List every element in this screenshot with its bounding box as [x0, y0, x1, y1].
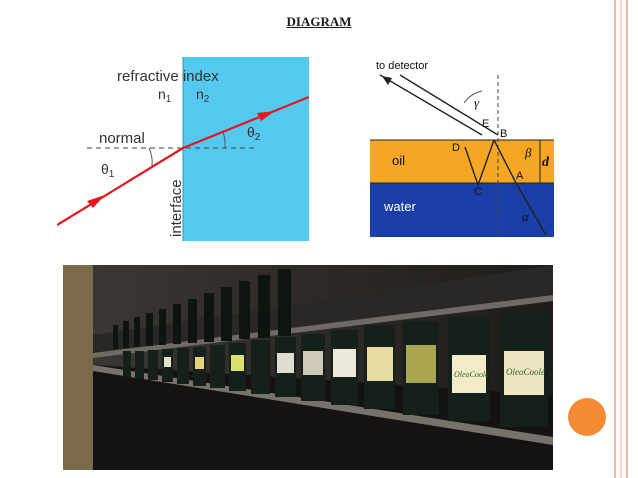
- lower-bottle-row: [123, 313, 548, 427]
- left-wall-panel: [63, 265, 93, 470]
- incident-ray-arrowhead: [87, 195, 105, 208]
- refracted-ray-arrowhead: [257, 111, 275, 121]
- oil-water-diagram: to detector γ β α D E B C A d oil water: [370, 57, 554, 237]
- upper-shelf-edge: [93, 295, 553, 358]
- reflected-ray-to-detector-1: [379, 74, 483, 136]
- bottle-label-front-1: [452, 355, 486, 393]
- refraction-diagram: refractive index n1 n2 normal interface …: [57, 57, 309, 241]
- reflected-ray-to-detector-2: [399, 74, 499, 136]
- gamma-label: γ: [474, 95, 480, 110]
- bottle-label-text-1: OleoCoolé: [454, 370, 489, 379]
- water-layer: [370, 183, 554, 237]
- point-a-label: A: [516, 170, 524, 182]
- gamma-arc: [463, 90, 483, 104]
- incident-ray: [57, 147, 184, 226]
- ray-segment-ba: [493, 139, 517, 184]
- olive-oil-bottle-photo: OleoCoolé OleoCoolé: [63, 265, 553, 470]
- bottle-label-text-2: OleoCoolé: [506, 367, 546, 377]
- detector-arrowhead: [382, 76, 392, 85]
- orange-accent-circle: [568, 398, 606, 436]
- incident-ray-from-water: [515, 182, 547, 236]
- refracted-ray: [182, 95, 309, 150]
- water-label: water: [383, 199, 416, 214]
- upper-bottle-row: [113, 269, 291, 349]
- oil-layer: [370, 140, 554, 183]
- n1-label: n1: [158, 86, 172, 105]
- detector-label: to detector: [376, 60, 428, 72]
- point-e-label: E: [482, 118, 489, 130]
- alpha-label: α: [522, 209, 530, 224]
- slide-edge-line-mid: [620, 0, 622, 478]
- medium-2-region: [183, 57, 309, 241]
- n2-label: n2: [196, 86, 210, 105]
- lower-shelf-edge: [93, 365, 553, 445]
- point-c-label: C: [474, 186, 482, 198]
- point-d-label: D: [452, 142, 460, 154]
- oil-label: oil: [392, 153, 405, 168]
- theta2-label: θ2: [247, 124, 261, 143]
- theta1-label: θ1: [101, 161, 115, 180]
- point-b-label: B: [500, 128, 507, 140]
- normal-label: normal: [99, 130, 145, 147]
- beta-label: β: [524, 145, 532, 160]
- slide-title: DIAGRAM: [286, 14, 352, 29]
- slide-edge-line-inner: [626, 0, 628, 478]
- bottle-label-front-2: [504, 351, 544, 395]
- interface-label: interface: [168, 179, 185, 237]
- ray-path-dcb: [464, 139, 495, 188]
- thickness-d-label: d: [542, 155, 550, 170]
- refractive-index-label: refractive index: [117, 68, 219, 85]
- slide-edge-line-outer: [614, 0, 616, 478]
